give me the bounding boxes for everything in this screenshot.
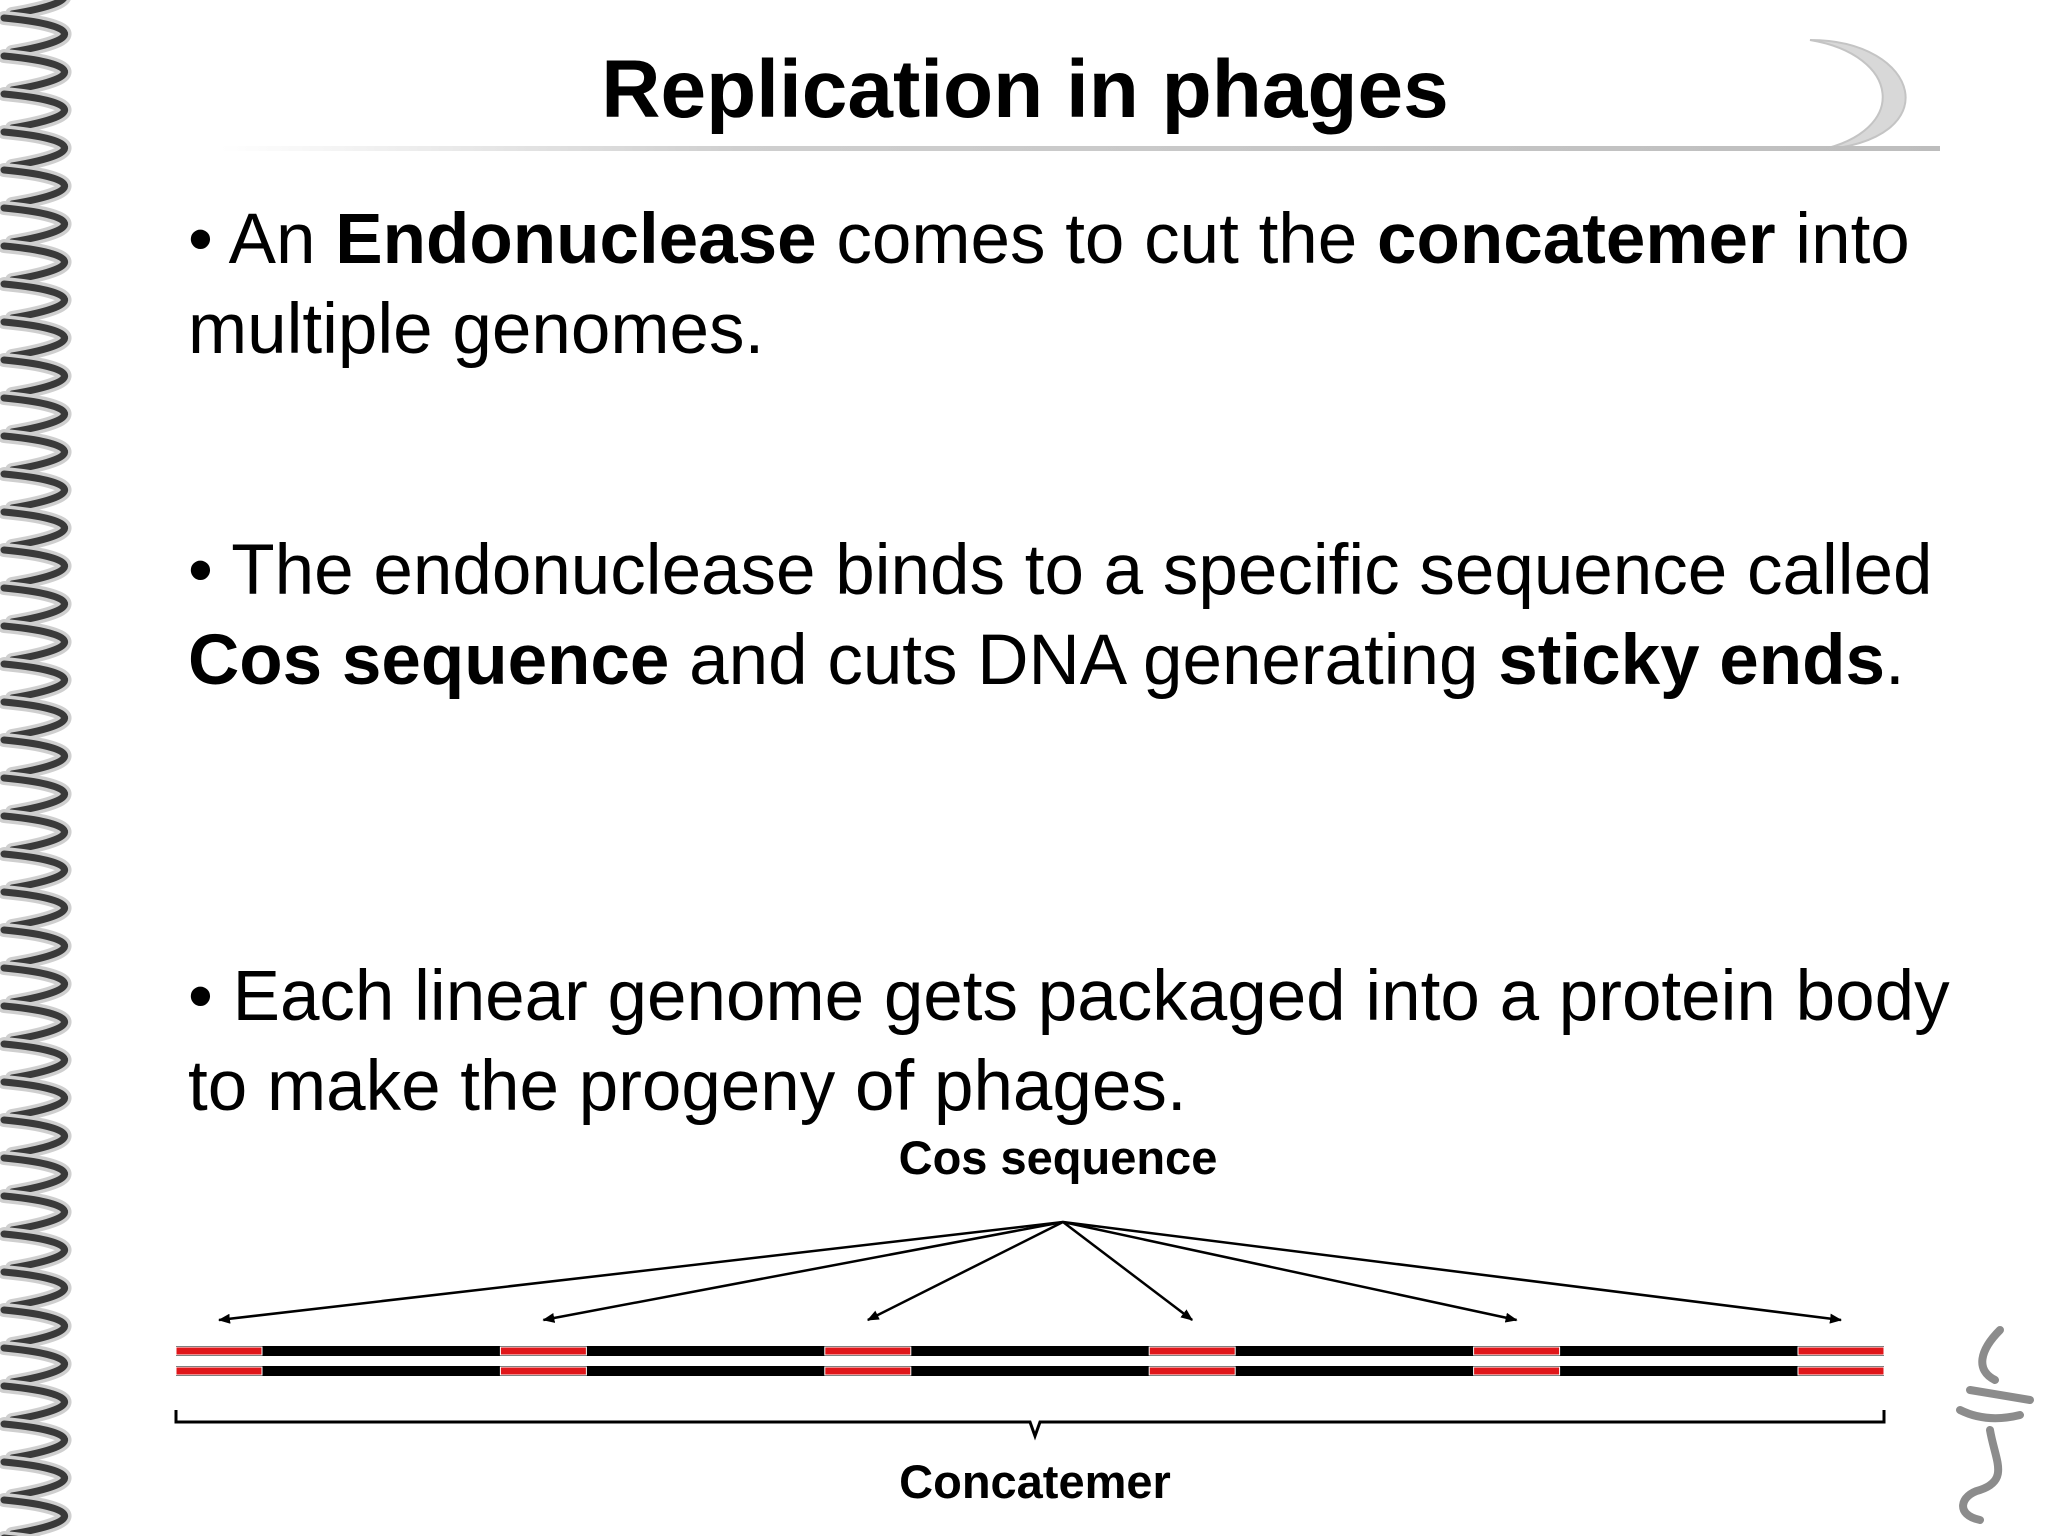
bold-term: Cos sequence (188, 621, 670, 700)
cos-site-3-bottom (824, 1366, 912, 1376)
dna-bottom-strand (176, 1366, 1884, 1376)
cos-site-2-top (499, 1346, 587, 1356)
bullet-text: . (1885, 621, 1905, 700)
bullet-marker: • (188, 957, 213, 1036)
cos-arrow-2 (542, 1220, 1064, 1323)
cos-site-3-top (824, 1346, 912, 1356)
bold-term: concatemer (1377, 200, 1776, 279)
bullet-text: Each linear genome gets packaged into a … (188, 957, 1950, 1126)
cos-site-2-bottom (499, 1366, 587, 1376)
cos-pointer-arrows (218, 1220, 1842, 1324)
cos-site-5-bottom (1473, 1366, 1561, 1376)
cos-site-6-top (1797, 1346, 1885, 1356)
cos-arrow-3 (866, 1220, 1064, 1322)
bullet-cos-sequence: • The endonuclease binds to a specific s… (188, 526, 1988, 706)
bullet-text: into multiple genomes. (188, 200, 1910, 369)
cos-site-1-top (175, 1346, 263, 1356)
slide-title: Replication in phages (601, 44, 1449, 135)
cos-arrow-5 (1062, 1220, 1518, 1323)
title-underline (220, 146, 1940, 151)
concatemer-diagram: Cos sequence Concatemer (174, 1140, 1886, 1508)
cos-arrow-4 (1062, 1221, 1193, 1321)
cos-arrow-1 (218, 1220, 1064, 1324)
concatemer-brace (174, 1410, 1886, 1441)
bullet-marker: • (188, 200, 213, 279)
cos-sites (175, 1346, 1885, 1376)
bold-term: sticky ends (1498, 621, 1886, 700)
cos-sequence-label: Cos sequence (899, 1140, 1218, 1184)
corner-logo-icon (1956, 1326, 2034, 1524)
bullet-endonuclease-cut: • An Endonuclease comes to cut the conca… (188, 195, 1988, 375)
dna-double-strand (176, 1346, 1884, 1376)
cos-site-4-top (1148, 1346, 1236, 1356)
bullet-text: and cuts DNA generating (669, 621, 1499, 700)
cos-site-1-bottom (175, 1366, 263, 1376)
bullet-text: comes to cut the (816, 200, 1377, 279)
cos-arrow-6 (1062, 1220, 1842, 1324)
bullet-text: An (212, 200, 336, 279)
cos-site-5-top (1473, 1346, 1561, 1356)
cos-site-6-bottom (1797, 1366, 1885, 1376)
concatemer-label: Concatemer (899, 1455, 1171, 1508)
bullet-packaging: • Each linear genome gets packaged into … (188, 952, 1988, 1132)
bold-term: Endonuclease (335, 200, 817, 279)
bullet-text: The endonuclease binds to a specific seq… (212, 531, 1933, 610)
bullet-marker: • (188, 531, 213, 610)
cos-site-4-bottom (1148, 1366, 1236, 1376)
dna-top-strand (176, 1346, 1884, 1356)
dna-helix-border (0, 0, 72, 1536)
